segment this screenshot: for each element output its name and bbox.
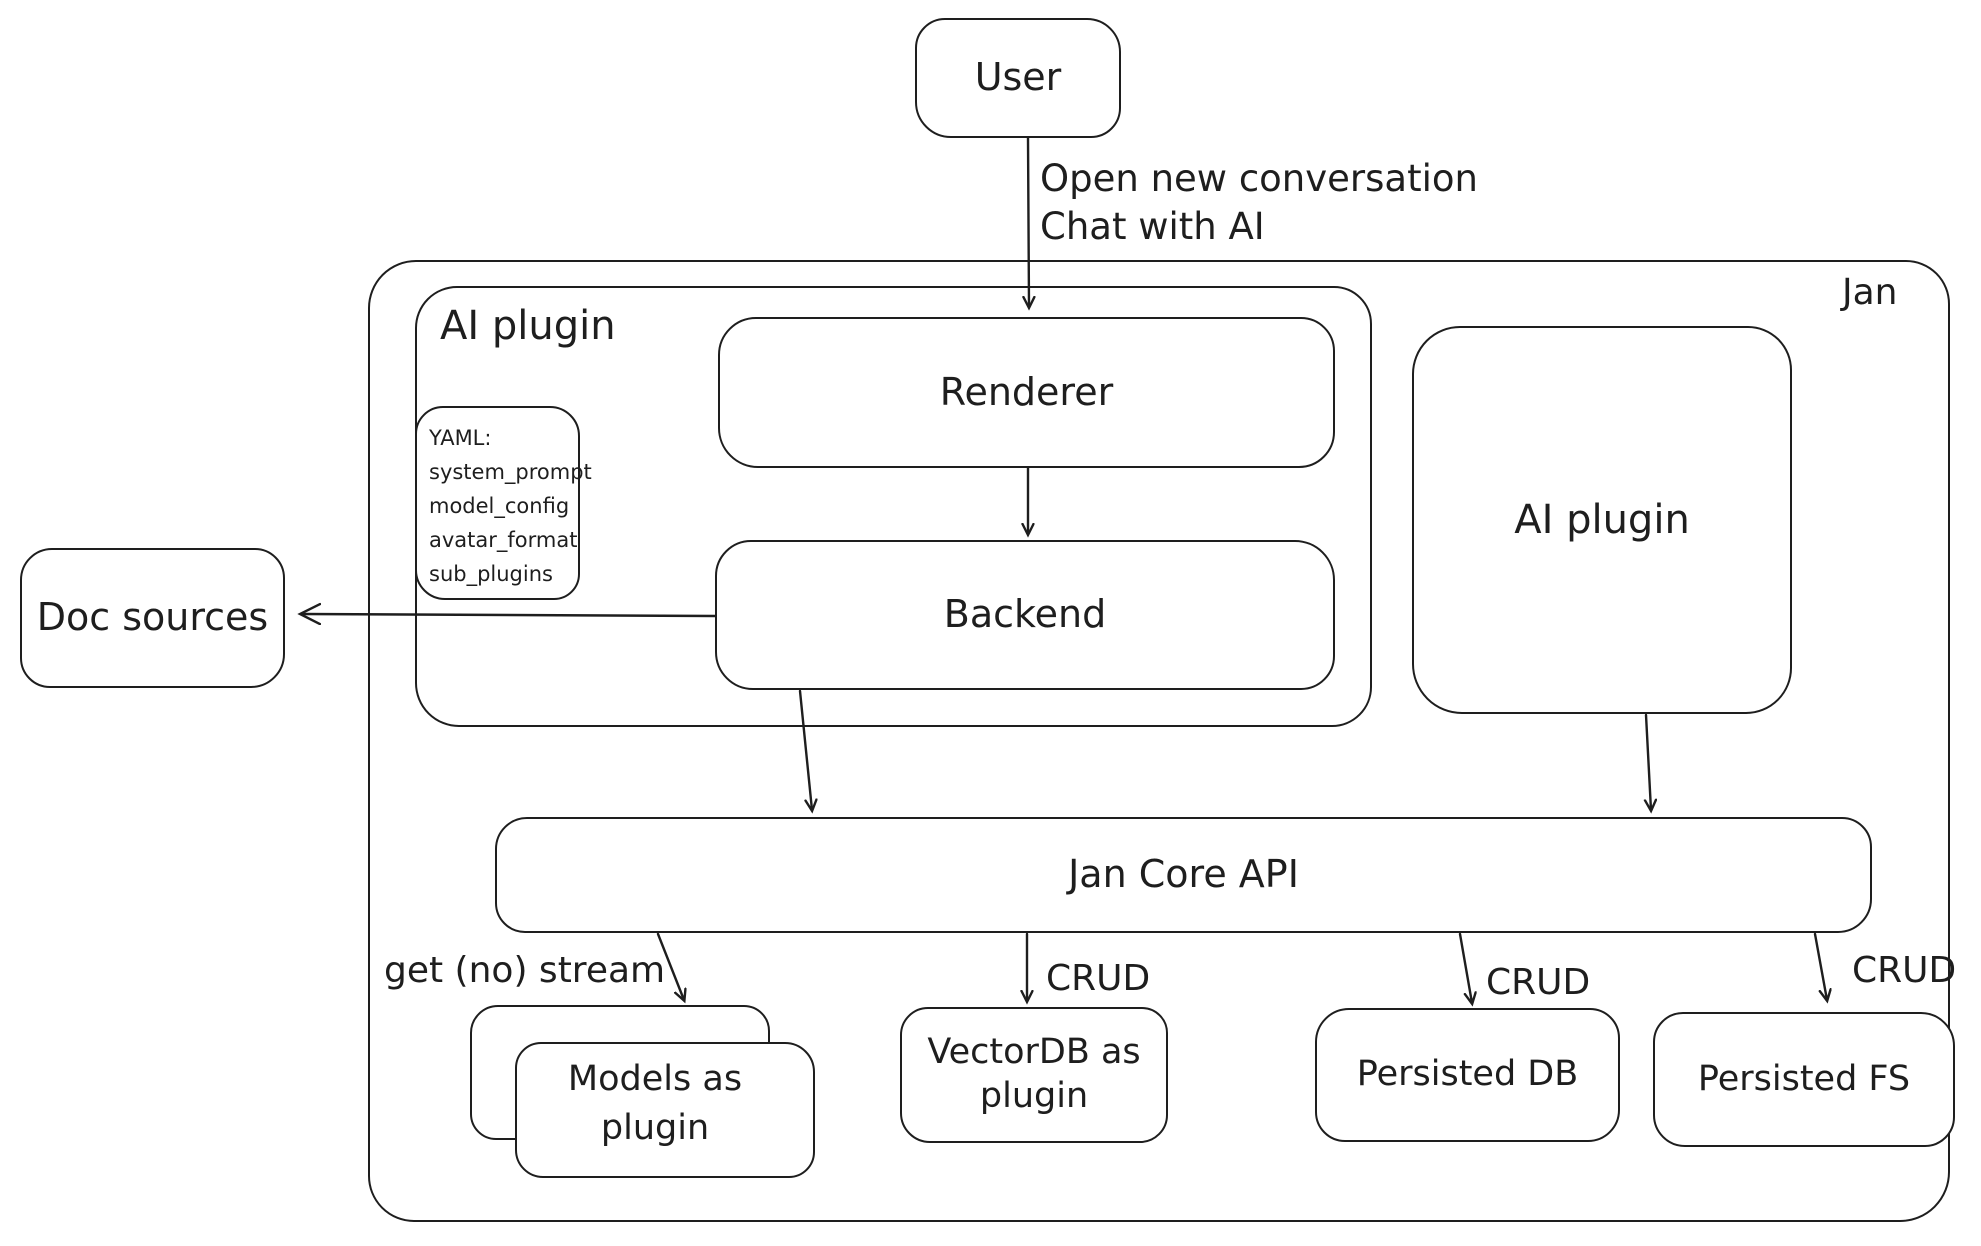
jan-core-api-node: Jan Core API	[495, 817, 1872, 933]
edge-label-crud-persisted-fs: CRUD	[1852, 950, 1957, 991]
models-as-plugin-front-box	[515, 1042, 815, 1178]
yaml-note-line: system_prompt	[429, 460, 592, 485]
jan-core-api-node-label: Jan Core API	[1068, 852, 1299, 897]
renderer-node: Renderer	[718, 317, 1335, 468]
ai-plugin-right-node: AI plugin	[1412, 326, 1792, 714]
yaml-note-line: model_config	[429, 494, 570, 519]
user-node: User	[915, 18, 1121, 138]
user-node-label: User	[974, 55, 1062, 100]
ai-plugin-right-node-label: AI plugin	[1514, 497, 1690, 543]
edge-label-open-conversation: Open new conversation Chat with AI	[1040, 155, 1478, 251]
models-as-plugin-label-line1: Models as	[567, 1059, 743, 1099]
backend-node-label: Backend	[943, 592, 1107, 637]
renderer-node-label: Renderer	[939, 369, 1114, 414]
yaml-note-line: avatar_format	[429, 528, 578, 553]
doc-sources-node: Doc sources	[20, 548, 285, 688]
yaml-note: YAML: system_prompt model_config avatar_…	[415, 406, 592, 600]
persisted-fs-node-label: Persisted FS	[1697, 1058, 1911, 1099]
jan-container-label: Jan	[1842, 272, 1898, 313]
jan-container	[368, 260, 1950, 1222]
persisted-db-node: Persisted DB	[1315, 1008, 1620, 1142]
ai-plugin-group-label: AI plugin	[440, 303, 616, 349]
edge-label-open-conversation-line1: Open new conversation	[1040, 157, 1478, 200]
vectordb-node-label-line2: plugin	[979, 1076, 1089, 1116]
doc-sources-node-label: Doc sources	[36, 595, 269, 640]
yaml-note-line: sub_plugins	[429, 562, 553, 587]
persisted-db-node-label: Persisted DB	[1356, 1054, 1579, 1095]
edge-label-get-no-stream: get (no) stream	[384, 950, 666, 991]
vectordb-node-label-line1: VectorDB as	[927, 1032, 1141, 1073]
edge-label-crud-persisted-db: CRUD	[1486, 962, 1591, 1003]
yaml-note-line: YAML:	[429, 426, 492, 450]
vectordb-node: VectorDB as plugin	[900, 1007, 1168, 1143]
edge-label-open-conversation-line2: Chat with AI	[1040, 205, 1265, 249]
edge-label-crud-vectordb: CRUD	[1046, 958, 1151, 999]
backend-node: Backend	[715, 540, 1335, 690]
models-as-plugin-label: Models as plugin	[505, 1055, 805, 1153]
models-as-plugin-label-line2: plugin	[600, 1108, 710, 1148]
persisted-fs-node: Persisted FS	[1653, 1012, 1955, 1147]
